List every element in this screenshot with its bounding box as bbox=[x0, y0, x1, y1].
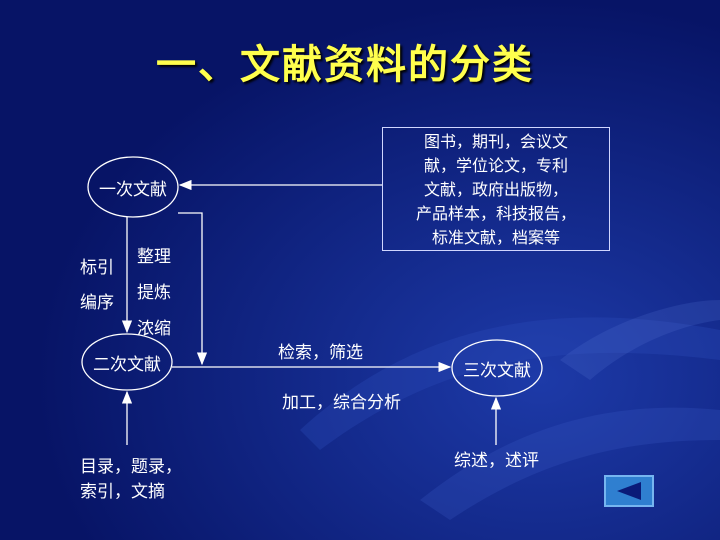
secondary-literature-node: 二次文献 bbox=[93, 354, 161, 375]
label-organize: 整理 bbox=[137, 247, 171, 267]
source-line-5: 标准文献，档案等 bbox=[431, 228, 560, 247]
primary-literature-node: 一次文献 bbox=[99, 179, 167, 200]
label-process-analysis: 加工，综合分析 bbox=[282, 393, 401, 413]
primary-node-outline bbox=[87, 156, 179, 218]
source-types-box: 图书，期刊，会议文 献，学位论文，专利 文献，政府出版物， 产品样本，科技报告，… bbox=[382, 127, 610, 251]
label-index: 标引 bbox=[80, 258, 114, 278]
arrow-primary-side-path bbox=[178, 212, 208, 366]
source-line-1: 图书，期刊，会议文 bbox=[423, 132, 568, 151]
source-line-4: 产品样本，科技报告， bbox=[415, 204, 576, 223]
tertiary-literature-node: 三次文献 bbox=[463, 360, 531, 381]
page-title: 一、文献资料的分类 bbox=[156, 42, 534, 88]
label-catalog: 编序 bbox=[80, 293, 114, 313]
secondary-node-outline bbox=[81, 333, 173, 391]
label-bibliography-2: 索引，文摘 bbox=[80, 482, 165, 502]
triangle-left-icon bbox=[617, 482, 641, 500]
label-refine: 提炼 bbox=[137, 283, 171, 303]
source-line-3: 文献，政府出版物， bbox=[423, 180, 568, 199]
label-review: 综述，述评 bbox=[454, 451, 539, 471]
source-line-2: 献，学位论文，专利 bbox=[423, 156, 568, 175]
label-bibliography-1: 目录，题录， bbox=[80, 457, 182, 477]
label-search-filter: 检索，筛选 bbox=[278, 343, 363, 363]
label-condense: 浓缩 bbox=[137, 319, 171, 339]
back-button[interactable] bbox=[604, 475, 654, 507]
tertiary-node-outline bbox=[451, 339, 543, 397]
